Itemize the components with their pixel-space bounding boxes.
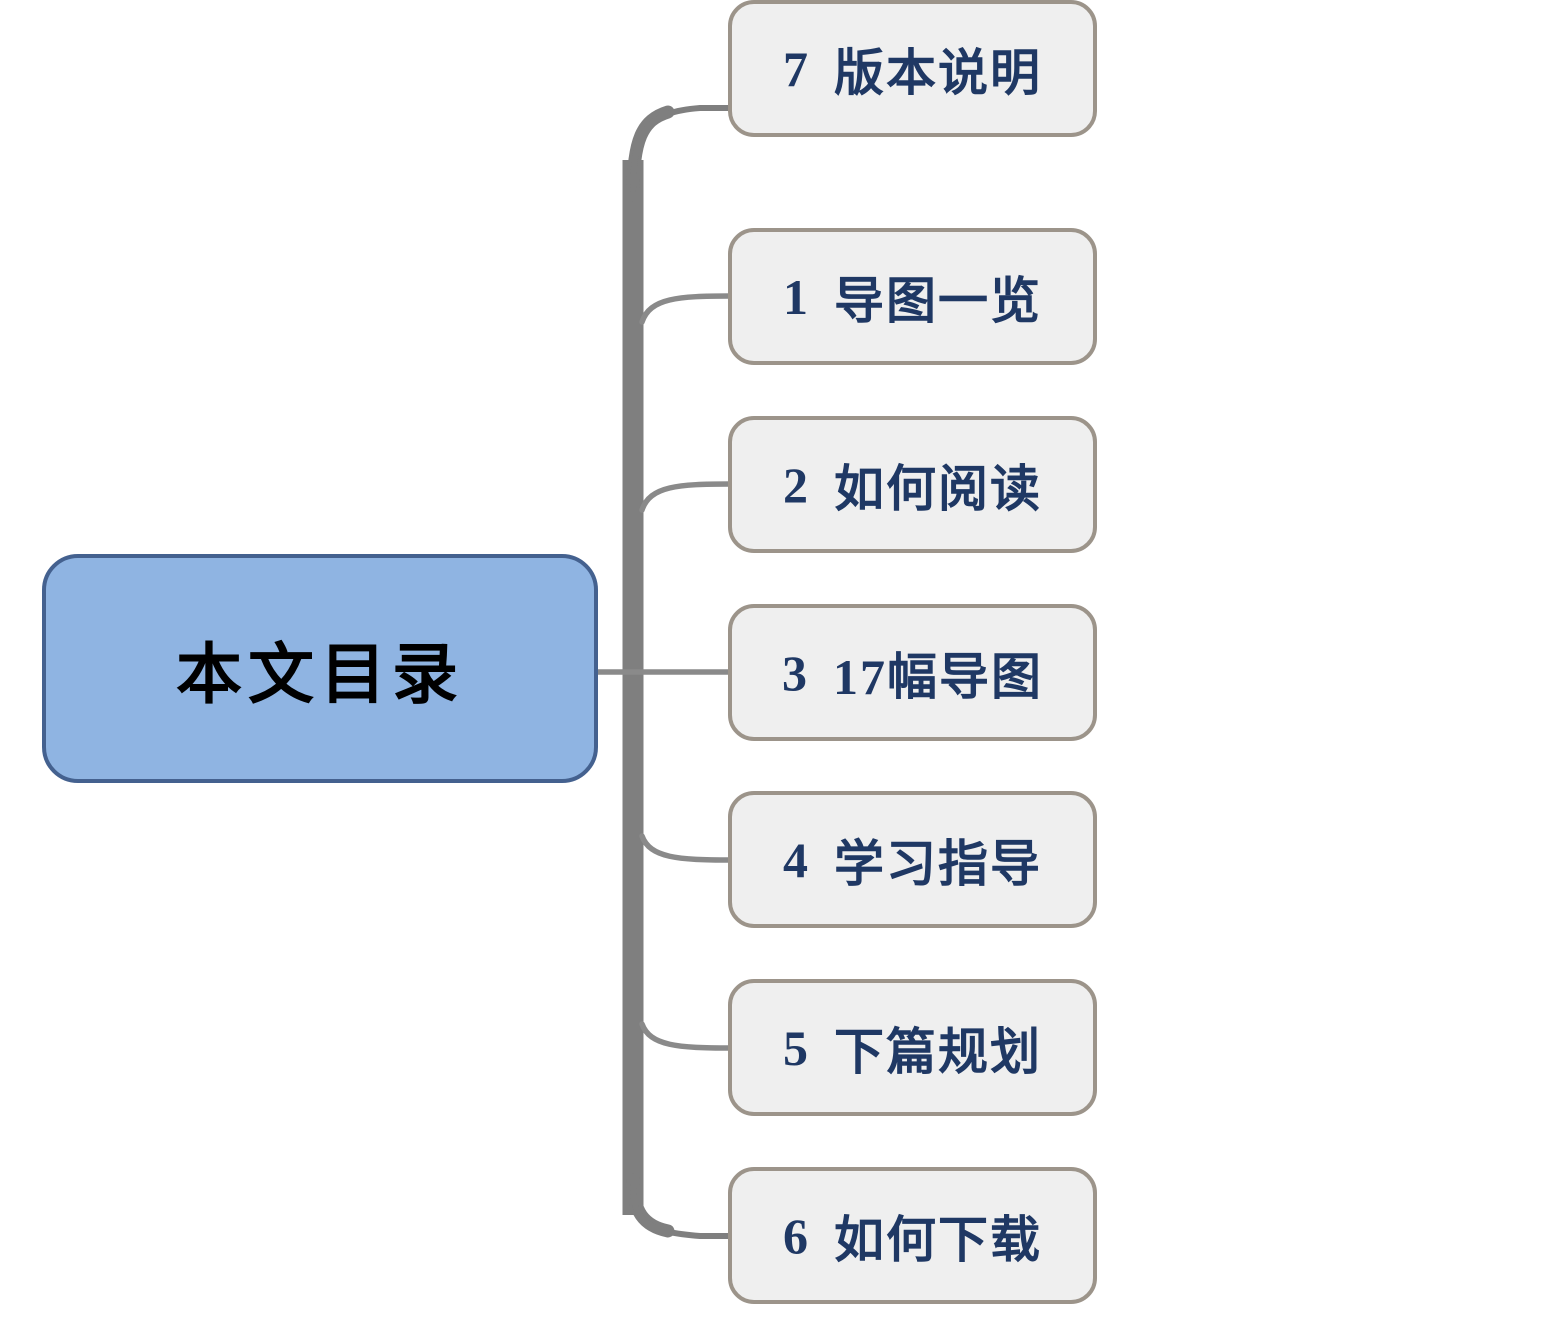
child-node-title: 如何阅读 — [834, 460, 1042, 517]
child-node-4[interactable]: 4 学习指导 — [728, 791, 1097, 928]
child-node-title: 17幅导图 — [833, 648, 1043, 705]
child-node-title: 下篇规划 — [834, 1023, 1042, 1080]
child-node-number: 1 — [783, 268, 808, 325]
child-node-5[interactable]: 5 下篇规划 — [728, 979, 1097, 1116]
branch-line-2 — [639, 293, 734, 325]
child-node-2[interactable]: 2 如何阅读 — [728, 416, 1097, 553]
child-node-number: 3 — [782, 644, 807, 701]
child-node-6[interactable]: 6 如何下载 — [728, 1167, 1097, 1304]
child-node-number: 7 — [783, 40, 808, 97]
child-node-number: 2 — [783, 456, 808, 513]
child-node-number: 5 — [783, 1019, 808, 1076]
root-node[interactable]: 本文目录 — [42, 554, 598, 783]
child-node-number: 6 — [783, 1207, 808, 1264]
branch-line-3 — [639, 481, 734, 513]
child-node-3[interactable]: 3 17幅导图 — [728, 604, 1097, 741]
child-node-title: 如何下载 — [834, 1211, 1042, 1268]
child-node-title: 导图一览 — [834, 272, 1042, 329]
child-node-1[interactable]: 1 导图一览 — [728, 228, 1097, 365]
root-node-label: 本文目录 — [176, 638, 464, 712]
child-node-7[interactable]: 7 版本说明 — [728, 0, 1097, 137]
child-node-title: 学习指导 — [834, 835, 1042, 892]
child-node-title: 版本说明 — [834, 44, 1042, 101]
child-node-number: 4 — [783, 831, 808, 888]
branch-line-6 — [639, 1021, 734, 1051]
branch-line-5 — [639, 833, 734, 863]
